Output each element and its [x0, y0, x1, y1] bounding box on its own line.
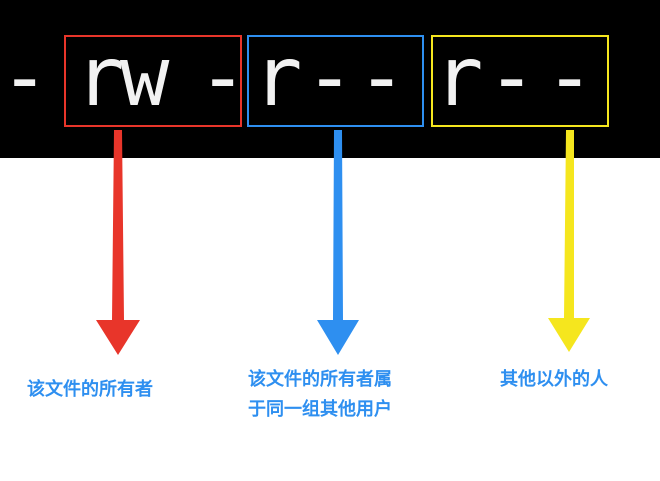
permission-string-banner: - r w - r - - r - - [0, 0, 660, 158]
owner-write-char: w [120, 30, 170, 125]
owner-arrow [96, 130, 140, 355]
others-permission-box [431, 35, 609, 127]
group-arrow [317, 130, 359, 355]
others-label: 其他以外的人 [500, 369, 608, 390]
others-arrow [548, 130, 590, 352]
file-type-char: - [0, 30, 50, 125]
others-write-char: - [487, 30, 537, 125]
group-execute-char: - [357, 30, 407, 125]
others-read-char: r [434, 30, 484, 125]
owner-read-char: r [75, 30, 125, 125]
group-label-line2: 于同一组其他用户 [248, 399, 392, 420]
group-label-line1: 该文件的所有者属 [248, 369, 392, 390]
owner-label: 该文件的所有者 [27, 379, 153, 400]
group-read-char: r [253, 30, 303, 125]
others-execute-char: - [545, 30, 595, 125]
owner-execute-char: - [198, 30, 248, 125]
owner-permission-box [64, 35, 242, 127]
group-write-char: - [305, 30, 355, 125]
group-permission-box [247, 35, 424, 127]
